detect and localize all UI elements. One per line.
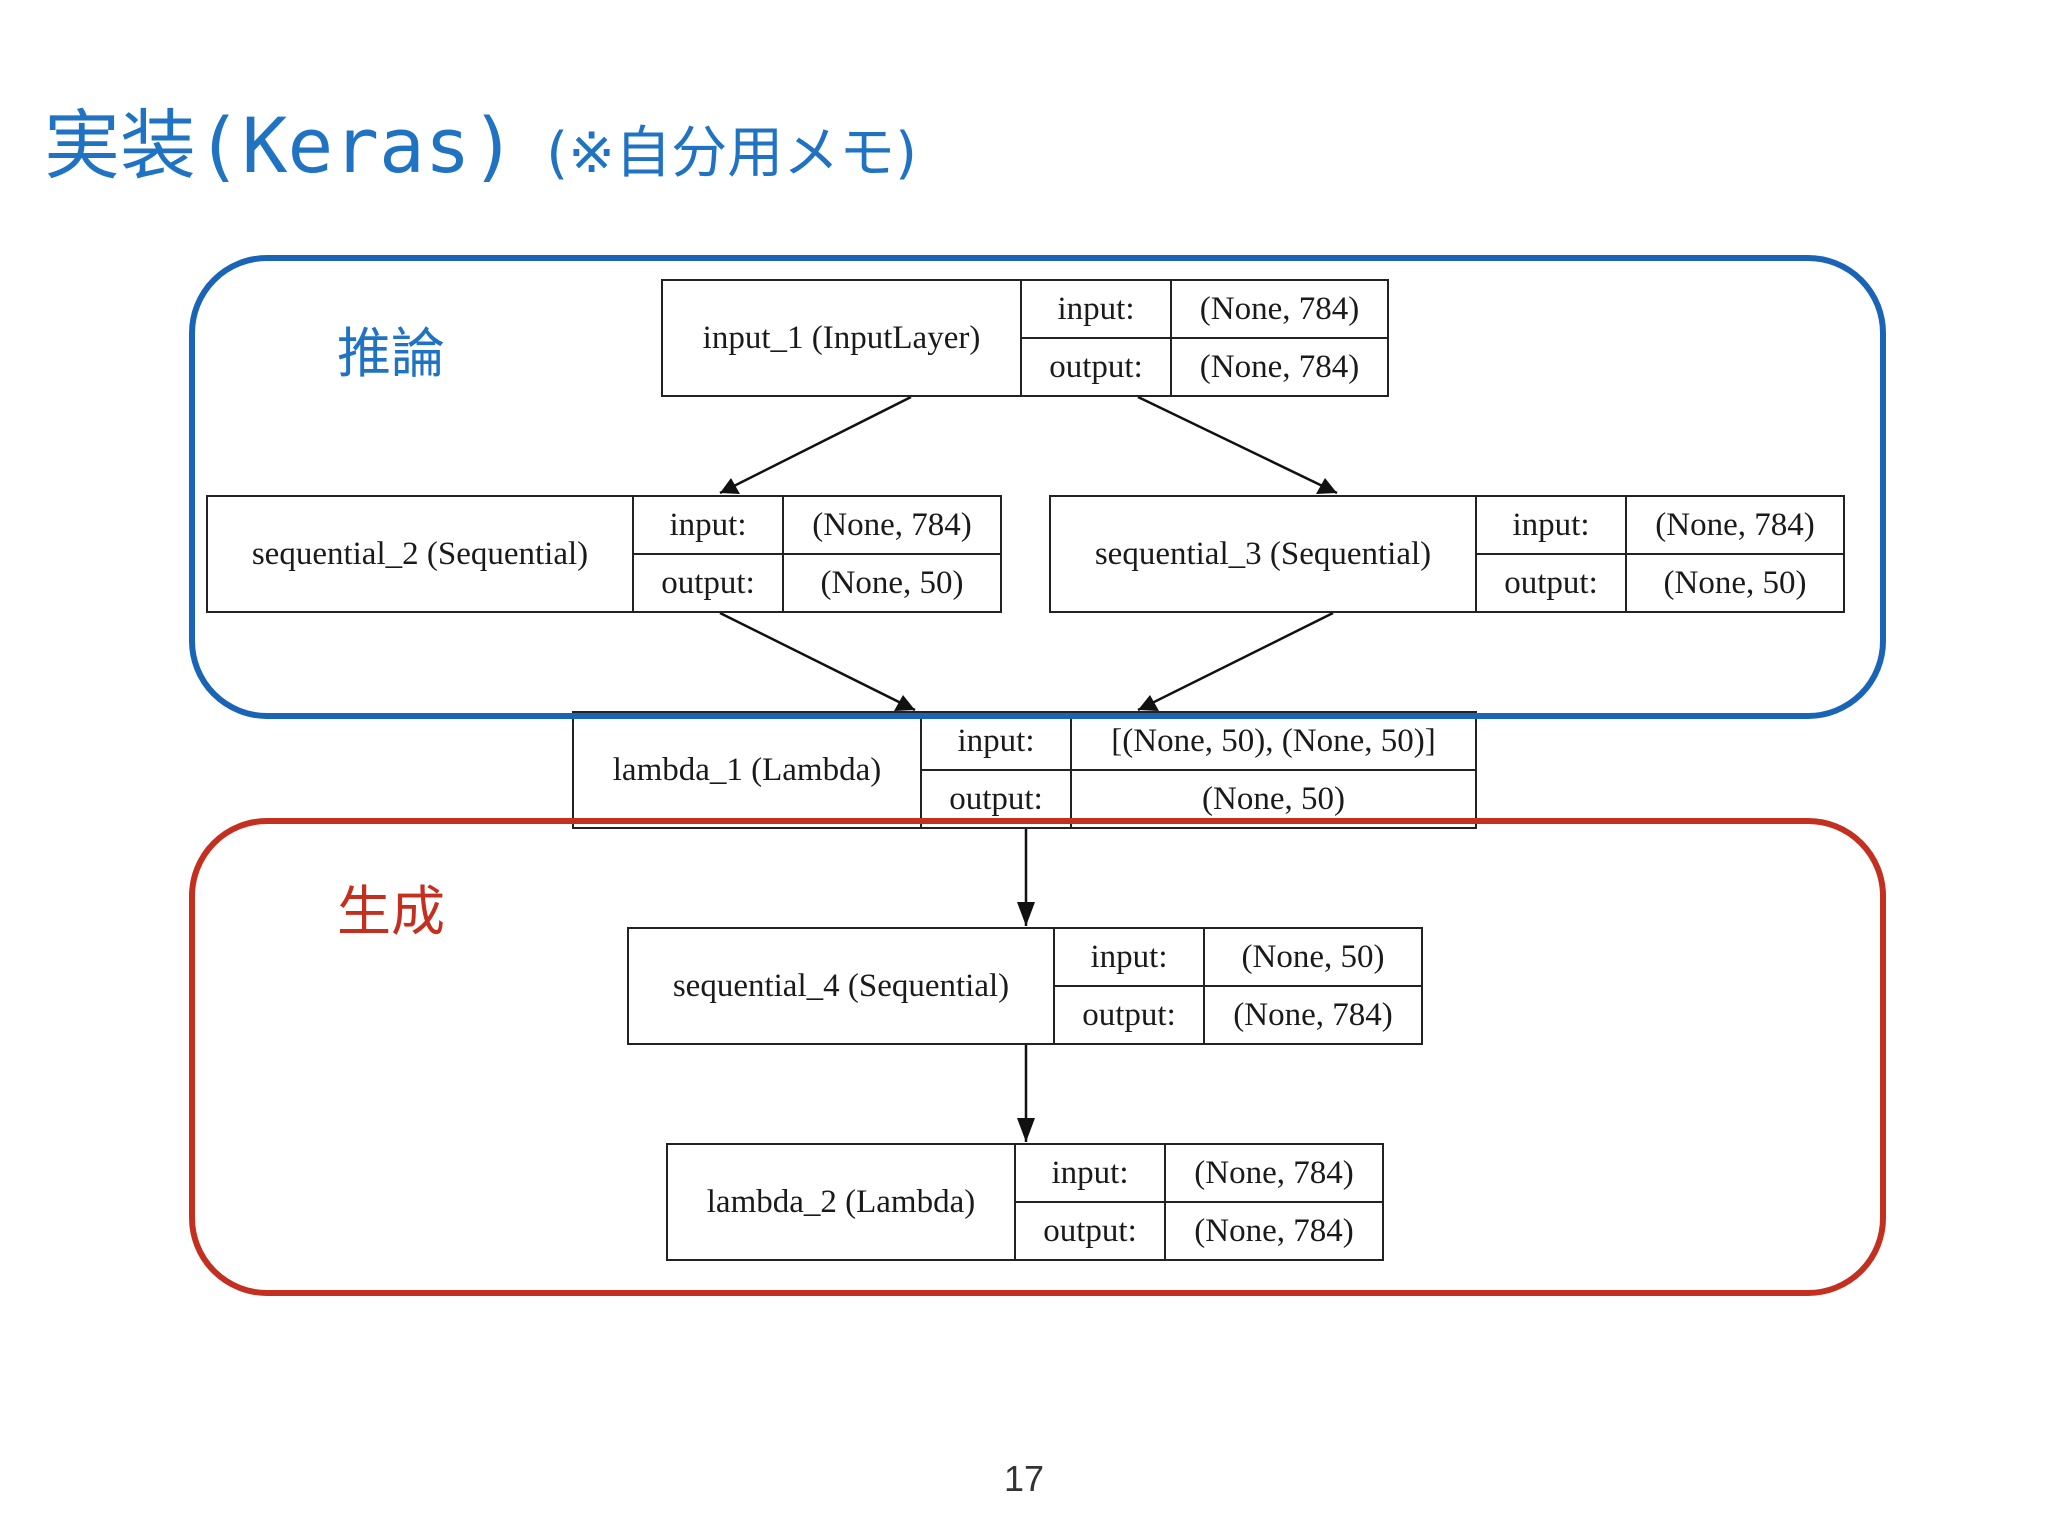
output-label: output: bbox=[1022, 337, 1170, 395]
node-sequential-4: sequential_4 (Sequential) input: output:… bbox=[627, 927, 1423, 1045]
node-name: sequential_3 (Sequential) bbox=[1051, 497, 1477, 611]
output-label: output: bbox=[922, 769, 1070, 827]
input-shape: (None, 784) bbox=[1194, 1154, 1354, 1191]
output-label: output: bbox=[634, 553, 782, 611]
input-label: input: bbox=[957, 722, 1035, 759]
output-shape: (None, 784) bbox=[1166, 1201, 1382, 1259]
node-name: sequential_4 (Sequential) bbox=[629, 929, 1055, 1043]
input-shape: (None, 784) bbox=[1199, 290, 1360, 327]
output-label: output: bbox=[1016, 1201, 1164, 1259]
input-shape: (None, 50) bbox=[1241, 938, 1385, 975]
inference-group-frame bbox=[189, 255, 1886, 719]
input-shape: (None, 784) bbox=[812, 506, 972, 543]
page-number: 17 bbox=[1003, 1458, 1045, 1499]
input-label: input: bbox=[1057, 290, 1135, 327]
output-label: output: bbox=[1477, 553, 1625, 611]
output-shape: (None, 784) bbox=[1205, 985, 1421, 1043]
node-name: sequential_2 (Sequential) bbox=[208, 497, 634, 611]
slide-title: 実装(Keras) (※自分用メモ) bbox=[44, 96, 917, 196]
input-shape: [(None, 50), (None, 50)] bbox=[1111, 722, 1436, 759]
input-label: input: bbox=[1512, 506, 1590, 543]
input-shape: (None, 784) bbox=[1655, 506, 1815, 543]
node-sequential-2: sequential_2 (Sequential) input: output:… bbox=[206, 495, 1002, 613]
edge-sequential_4-to-lambda_2 bbox=[1017, 1045, 1035, 1142]
generation-group-frame bbox=[189, 818, 1886, 1296]
edge-input_1-to-sequential_3 bbox=[1137, 395, 1338, 495]
node-name: input_1 (InputLayer) bbox=[663, 281, 1022, 395]
input-label: input: bbox=[1090, 938, 1168, 975]
edge-lambda_1-to-sequential_4 bbox=[1017, 829, 1035, 926]
node-name: lambda_1 (Lambda) bbox=[574, 713, 922, 827]
output-shape: (None, 50) bbox=[1627, 553, 1843, 611]
output-label: output: bbox=[1055, 985, 1203, 1043]
edge-sequential_2-to-lambda_1 bbox=[719, 611, 916, 712]
node-lambda-1: lambda_1 (Lambda) input: output: [(None,… bbox=[572, 711, 1477, 829]
input-label: input: bbox=[669, 506, 747, 543]
output-shape: (None, 784) bbox=[1172, 337, 1387, 395]
generation-group-label: 生成 bbox=[337, 880, 445, 943]
node-lambda-2: lambda_2 (Lambda) input: output: (None, … bbox=[666, 1143, 1384, 1261]
node-name: lambda_2 (Lambda) bbox=[668, 1145, 1016, 1259]
slide-title-main: 実装(Keras) bbox=[44, 101, 517, 190]
node-input-1: input_1 (InputLayer) input: output: (Non… bbox=[661, 279, 1389, 397]
output-shape: (None, 50) bbox=[1072, 769, 1475, 827]
node-sequential-3: sequential_3 (Sequential) input: output:… bbox=[1049, 495, 1845, 613]
input-label: input: bbox=[1051, 1154, 1129, 1191]
slide-title-note: (※自分用メモ) bbox=[546, 121, 917, 186]
output-shape: (None, 50) bbox=[784, 553, 1000, 611]
edge-sequential_3-to-lambda_1 bbox=[1137, 611, 1334, 712]
inference-group-label: 推論 bbox=[337, 322, 445, 385]
edge-input_1-to-sequential_2 bbox=[719, 395, 912, 495]
